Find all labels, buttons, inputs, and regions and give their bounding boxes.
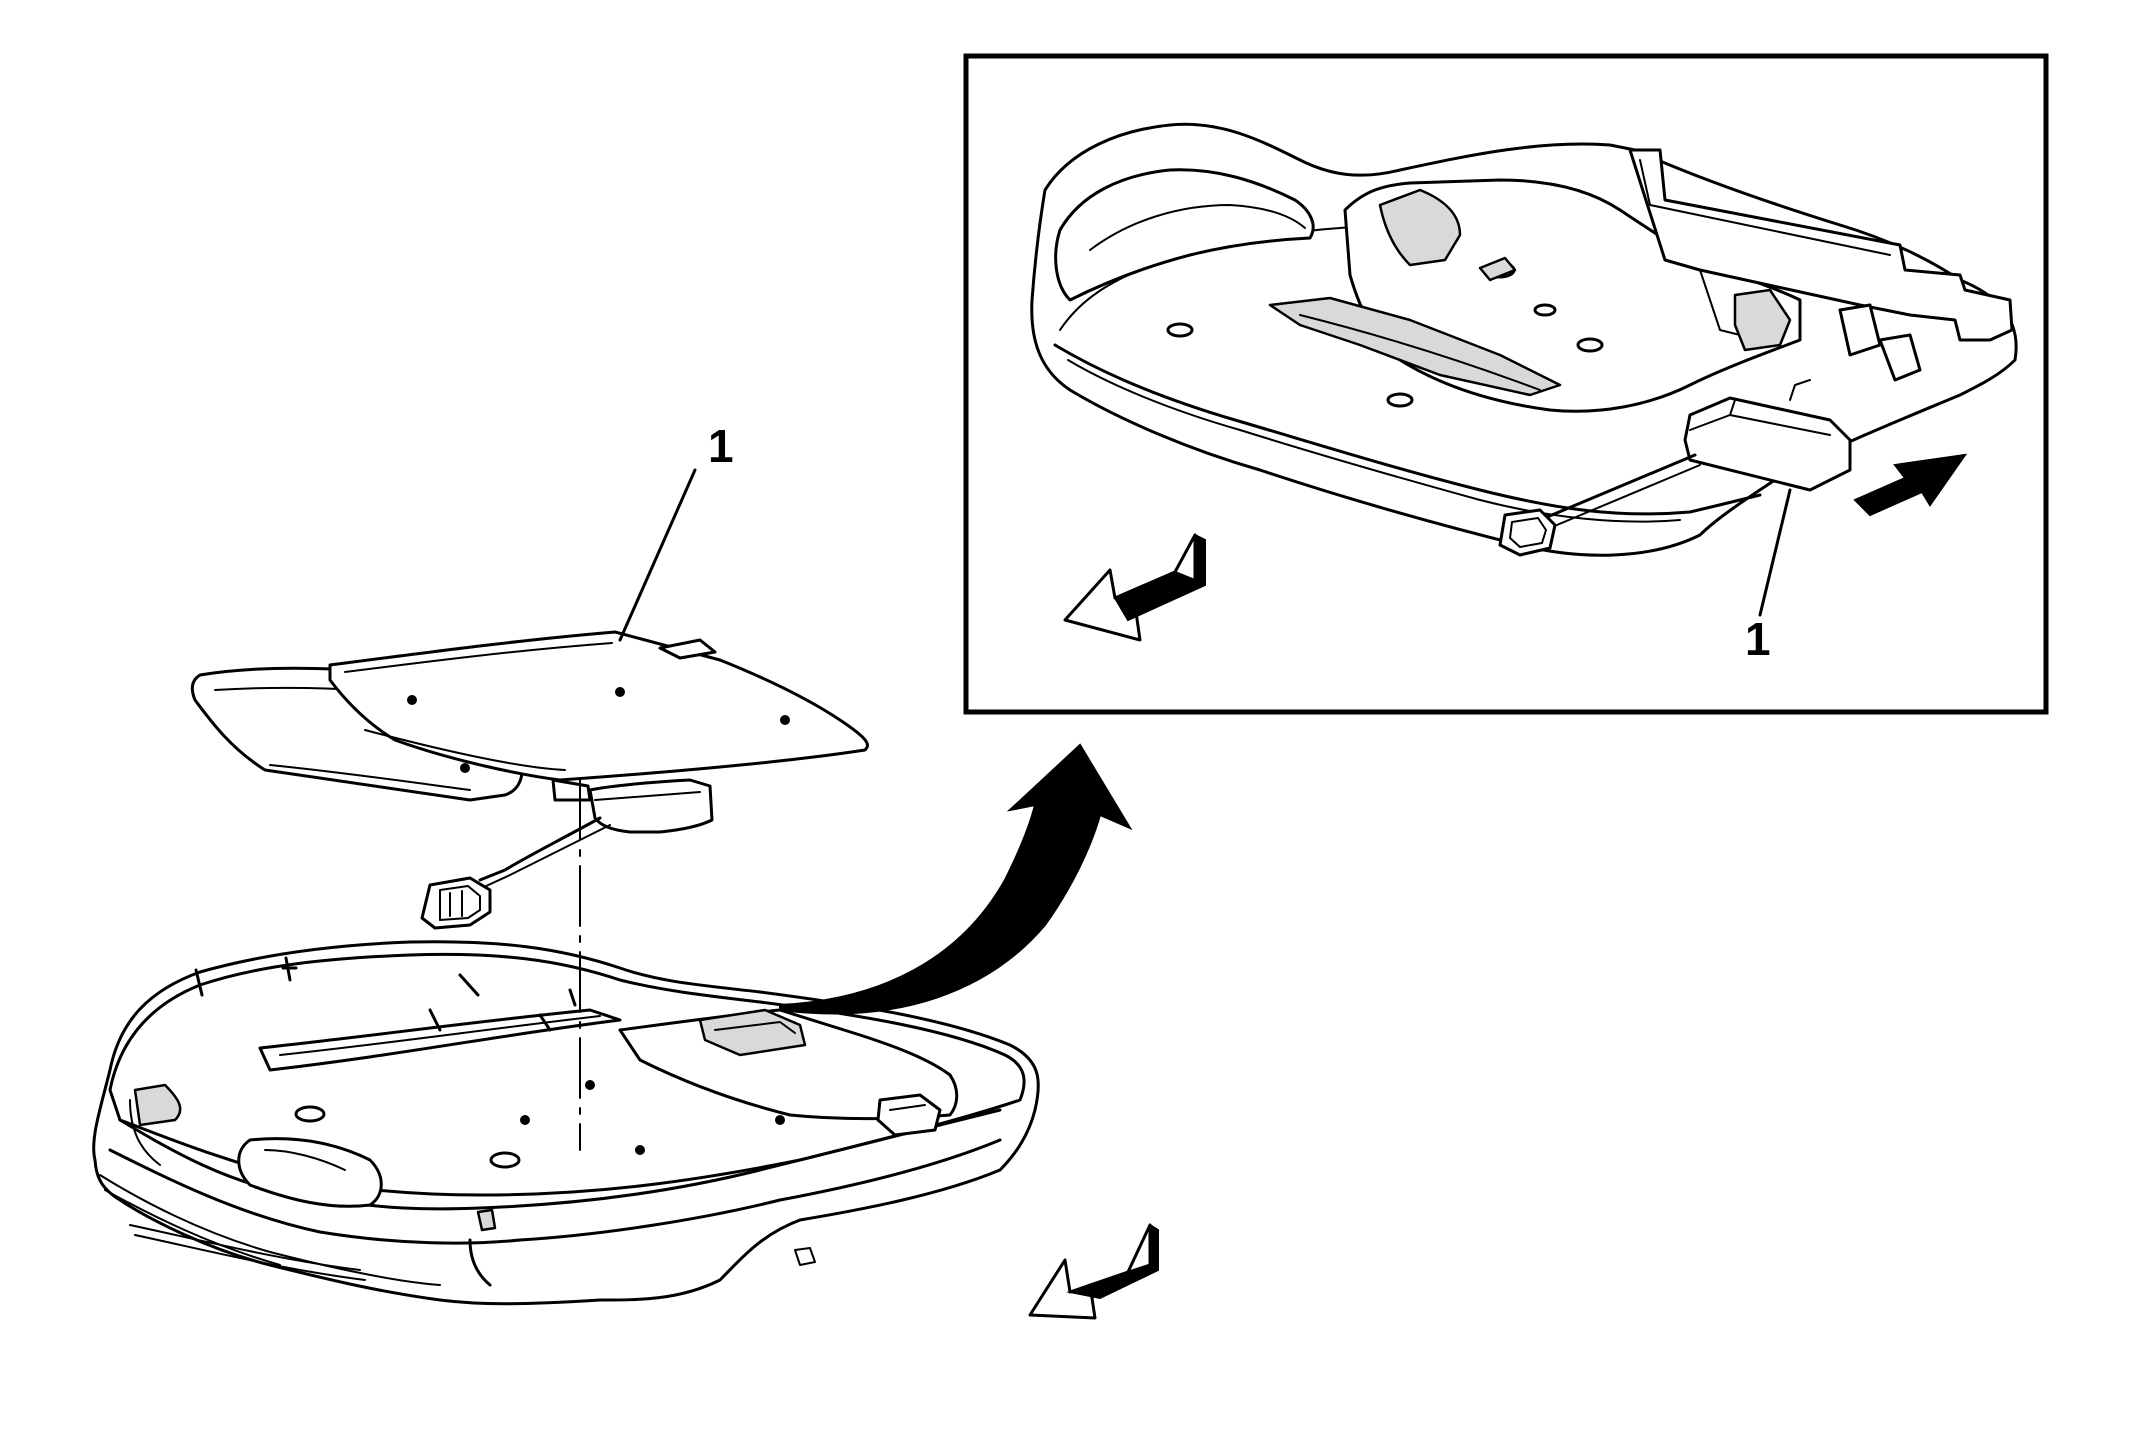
callout-label-main: 1 [708, 420, 734, 472]
exploded-view: 1 [92, 420, 1159, 1320]
front-direction-arrow-icon [1028, 1223, 1159, 1320]
callout-leader-main [618, 468, 697, 642]
push-arrow-icon [1853, 453, 1968, 517]
seat-cushion [92, 940, 1040, 1306]
detail-inset: 1 [963, 53, 2049, 715]
callout-label-inset: 1 [1745, 613, 1771, 665]
inset-front-direction-arrow-icon [1063, 533, 1206, 642]
sensor-mat [190, 630, 869, 930]
callout-leader-inset [1758, 488, 1792, 617]
inset-sensor-module [1498, 379, 1852, 557]
curved-arrow-to-detail-icon [779, 743, 1133, 1015]
